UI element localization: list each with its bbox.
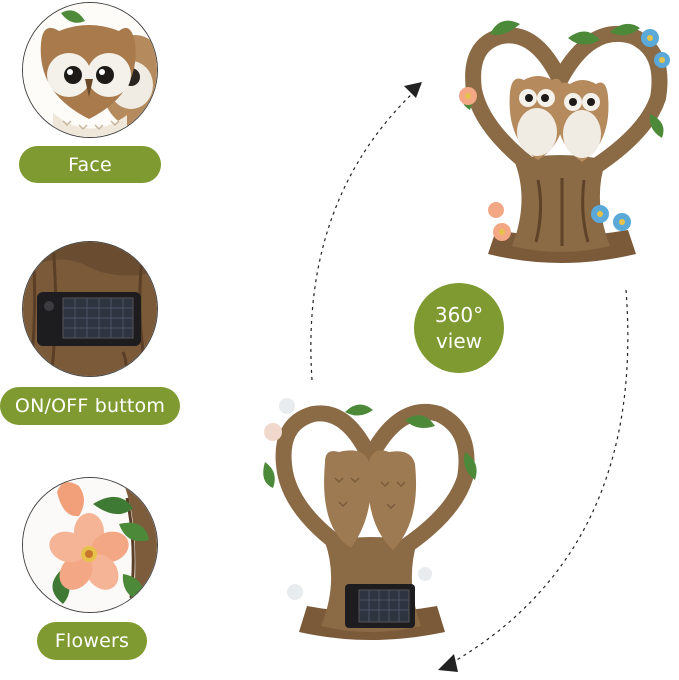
badge-degrees: 360° (434, 303, 484, 327)
flower-detail-icon (23, 478, 157, 612)
badge-view: view (435, 329, 483, 353)
rotation-arrow-icon (310, 82, 629, 672)
switch-detail-circle (22, 241, 158, 377)
back-view-figurine (255, 392, 485, 650)
flowers-label: Flowers (37, 622, 147, 660)
owl-figurine-front-icon (459, 20, 670, 263)
owl-figurine-back-icon (263, 398, 477, 640)
face-detail-circle (22, 2, 158, 138)
switch-label: ON/OFF buttom (0, 387, 180, 425)
solar-panel-detail-icon (23, 242, 157, 376)
face-label: Face (19, 146, 161, 183)
flowers-detail-circle (22, 477, 158, 613)
rotation-arrows (300, 80, 640, 680)
rotation-badge: 360° view (414, 283, 504, 373)
owl-face-detail-icon (23, 3, 157, 137)
front-view-figurine (440, 10, 679, 272)
